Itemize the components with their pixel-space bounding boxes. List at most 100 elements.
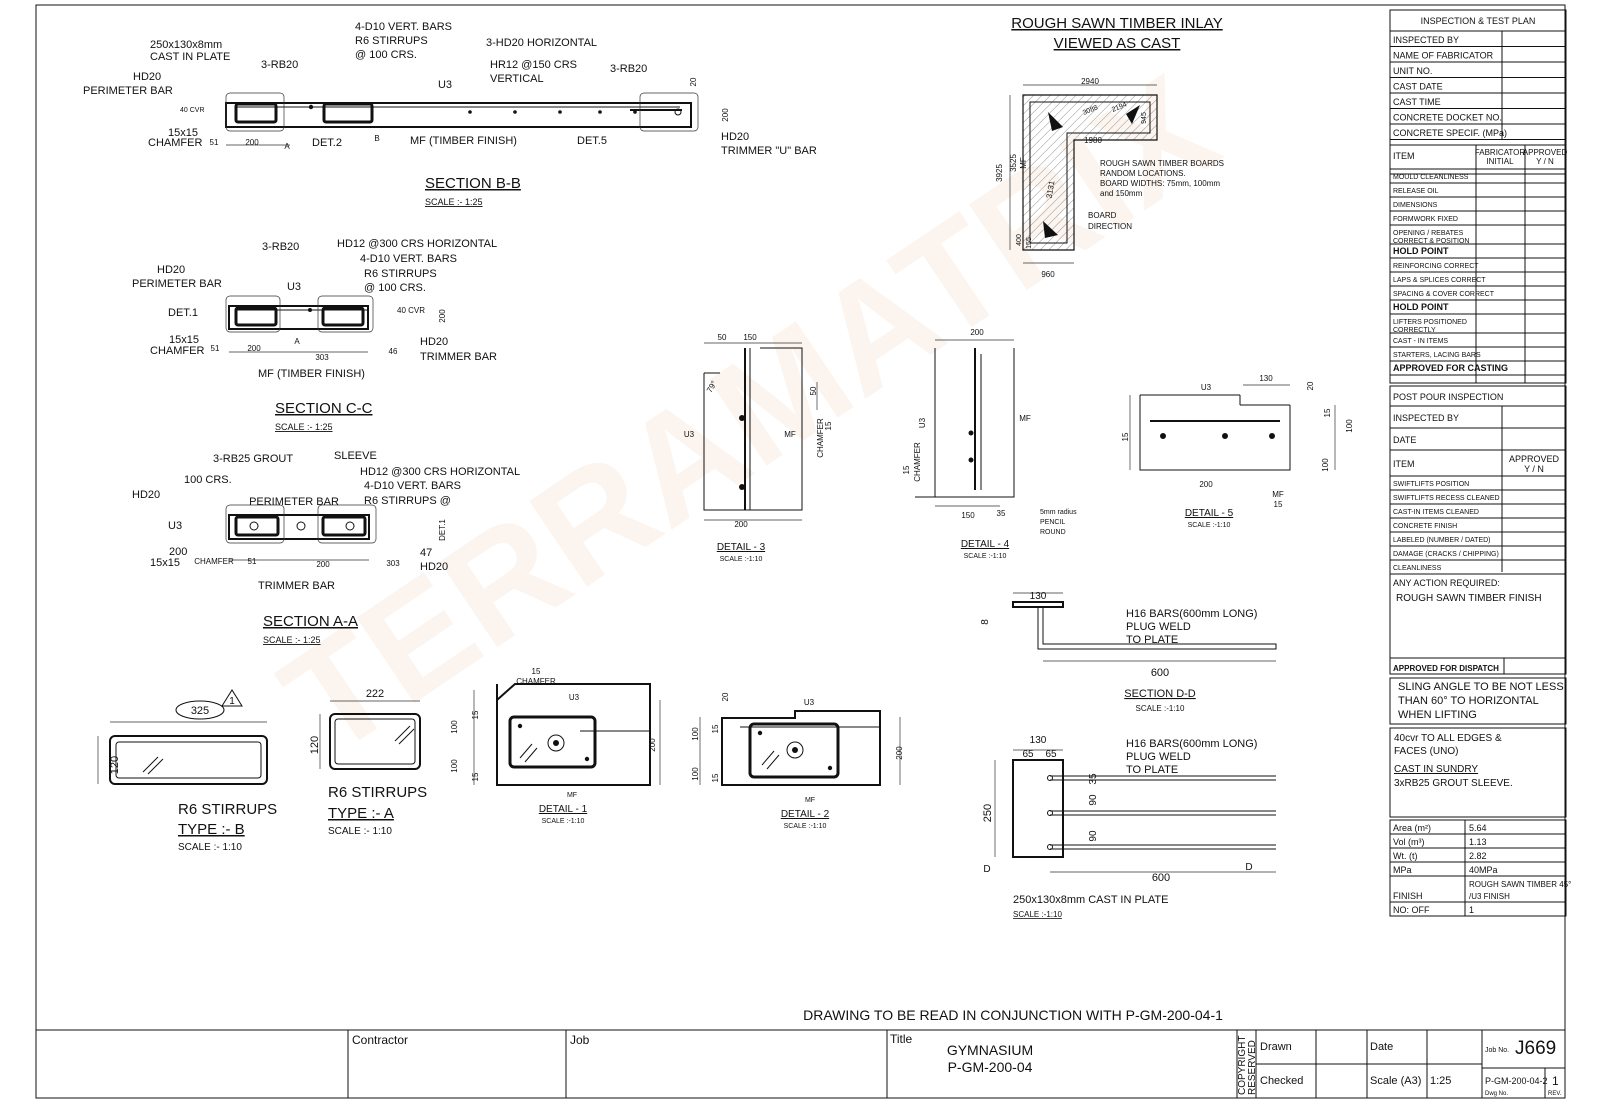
annotation-text: 222: [366, 688, 384, 700]
itp-header-row: CONCRETE DOCKET NO.: [1393, 113, 1502, 123]
annotation-text: 47: [420, 547, 432, 559]
job-no-label: Job No.: [1485, 1047, 1509, 1054]
property-key: Wt. (t): [1393, 851, 1418, 861]
det-box: [317, 504, 377, 544]
sling-note: WHEN LIFTING: [1398, 709, 1477, 721]
annotation-text: 960: [1041, 270, 1055, 279]
annotation-text: CHAMFER: [148, 137, 202, 149]
stirrup-type: TYPE :- B: [178, 821, 245, 838]
annotation-text: 20: [721, 692, 730, 701]
itp-check-item: CORRECT & POSITION: [1393, 238, 1470, 245]
itp-post-title: POST POUR INSPECTION: [1393, 392, 1503, 402]
annotation-text: 600: [1152, 872, 1170, 884]
property-key: FINISH: [1393, 891, 1423, 901]
itp-approved-label: APPROVED: [1509, 454, 1560, 464]
annotation-text: 945: [1141, 112, 1148, 124]
itp-check-item: LIFTERS POSITIONED: [1393, 319, 1467, 326]
title-line-1: GYMNASIUM: [947, 1042, 1033, 1058]
stirrup-mid: [322, 102, 374, 124]
timber-inlay-drawing: [1009, 84, 1158, 264]
board-direction-arrow: [1048, 112, 1063, 131]
itp-check-item: DIMENSIONS: [1393, 202, 1438, 209]
annotation-text: HD20: [133, 71, 161, 83]
annotation-text: 15: [1274, 500, 1283, 509]
annotation-text: HD12 @300 CRS HORIZONTAL: [360, 466, 520, 478]
contractor-label: Contractor: [352, 1033, 408, 1047]
marker-a: A: [294, 337, 300, 346]
annotation-text: 15: [532, 667, 541, 676]
annotation-text: BOARD: [1088, 211, 1117, 220]
annotation-text: U3: [168, 520, 182, 532]
annotation-text: MF: [1272, 490, 1284, 499]
annotation-text: 3-RB20: [262, 241, 299, 253]
annotation-text: MF: [567, 792, 577, 799]
read-conjunction-note: DRAWING TO BE READ IN CONJUNCTION WITH P…: [803, 1007, 1223, 1023]
annotation-text: 250: [982, 804, 994, 822]
itp-check-item: HOLD POINT: [1393, 246, 1449, 256]
annotation-text: 15: [824, 421, 833, 430]
annotation-text: HD12 @300 CRS HORIZONTAL: [337, 238, 497, 250]
section-title: SECTION D-D: [1124, 688, 1196, 700]
timber-title: ROUGH SAWN TIMBER INLAY: [1011, 15, 1222, 32]
annotation-text: 90: [1088, 794, 1099, 806]
itp-check-item: MOULD CLEANLINESS: [1393, 174, 1469, 181]
annotation-text: PENCIL: [1040, 519, 1065, 526]
itp-post-item: CAST-IN ITEMS CLEANED: [1393, 509, 1479, 516]
property-value: 5.64: [1469, 823, 1487, 833]
annotation-text: 3925: [995, 164, 1004, 182]
det-box: [225, 504, 285, 544]
detail-1-drawing: [473, 683, 661, 786]
stirrup-left: [234, 102, 278, 124]
annotation-text: U3: [804, 698, 815, 707]
stirrup-right: [321, 515, 367, 537]
annotation-text: 120: [309, 736, 321, 754]
annotation-text: 150: [743, 333, 757, 342]
annotation-text: 400: [1016, 234, 1023, 246]
annotation-text: 130: [1030, 591, 1047, 602]
annotation-text: 200: [169, 546, 187, 558]
annotation-text: 200: [721, 108, 730, 122]
stirrup-type-a: [319, 700, 421, 770]
annotation-text: ROUGH SAWN TIMBER BOARDS: [1100, 159, 1224, 168]
annotation-text: 120: [109, 756, 121, 774]
itp-fab-label: INITIAL: [1486, 157, 1514, 166]
annotation-text: HD20: [420, 561, 448, 573]
itp-item-label: ITEM: [1393, 151, 1415, 161]
stirrup-right: [321, 306, 365, 327]
annotation-text: CHAMFER: [150, 345, 204, 357]
property-key: NO: OFF: [1393, 905, 1430, 915]
sheet-border: [35, 4, 1566, 1099]
marker-b: B: [374, 134, 379, 143]
annotation-text: TRIMMER "U" BAR: [721, 145, 817, 157]
itp-header-row: CONCRETE SPECIF. (MPa): [1393, 128, 1507, 138]
annotation-text: PERIMETER BAR: [249, 496, 339, 508]
annotation-text: HD20: [132, 489, 160, 501]
detail-title: DETAIL - 2: [781, 809, 830, 820]
grout-sleeve: [345, 521, 355, 531]
annotation-text: HD20: [721, 131, 749, 143]
detail-scale: SCALE :-1:10: [784, 823, 827, 830]
annotation-text: 3-RB25 GROUT: [213, 453, 293, 465]
annotation-text: CHAMFER: [194, 557, 234, 566]
annotation-text: 3-RB20: [261, 59, 298, 71]
property-key: Area (m²): [1393, 823, 1431, 833]
itp-approved-label: APPROVED: [1523, 148, 1568, 157]
annotation-text: 15: [902, 465, 911, 474]
itp-fab-label: FABRICATOR: [1475, 148, 1526, 157]
det-box: [639, 92, 699, 132]
checked-label: Checked: [1260, 1075, 1303, 1087]
annotation-text: R6 STIRRUPS: [364, 268, 437, 280]
annotation-text: MF: [1019, 157, 1028, 169]
dwg-no-label: Dwg No.: [1485, 1091, 1508, 1097]
annotation-text: U3: [918, 417, 927, 428]
annotation-text: 46: [389, 347, 398, 356]
annotation-text: DET.1: [438, 519, 447, 541]
annotation-text: 100: [450, 720, 459, 734]
itp-header-row: CAST DATE: [1393, 82, 1443, 92]
title-label: Title: [890, 1032, 913, 1046]
annotation-text: 200: [438, 309, 447, 323]
bar-dot: [558, 110, 562, 114]
detail-4-drawing: [915, 339, 1015, 507]
